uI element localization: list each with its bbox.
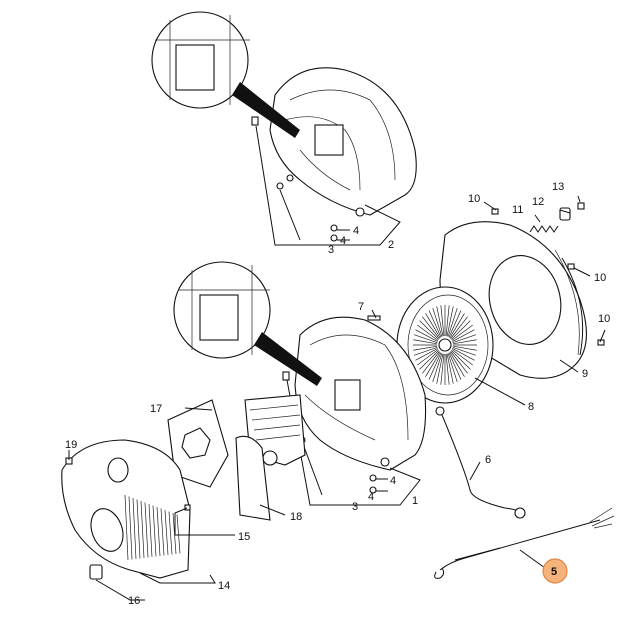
fan-blade-line [445, 305, 450, 337]
grille-slot-line [128, 496, 133, 560]
callout-10: 10 [594, 272, 606, 284]
callout-3: 3 [328, 244, 334, 256]
fan-blade-line [445, 353, 450, 385]
grounding-cable [435, 406, 526, 519]
fan-blade-line [425, 351, 441, 377]
shield-plate [167, 399, 229, 488]
upper-fan-housing [269, 67, 417, 217]
callout-13: 13 [552, 181, 564, 193]
callout-4: 4 [353, 225, 359, 237]
fan-blade-line [419, 320, 439, 340]
grille-slot-line [132, 497, 137, 560]
callout-19: 19 [65, 439, 77, 451]
callout-7: 7 [358, 301, 364, 313]
callout-6: 6 [485, 454, 491, 466]
grille-slot-line [176, 514, 181, 554]
callout-2: 2 [388, 239, 394, 251]
fan-blade-line [440, 305, 445, 337]
fan-blade-line [419, 350, 439, 370]
fan-blade-line [450, 351, 468, 374]
cable-assembly [434, 507, 615, 579]
callout-11: 11 [512, 204, 523, 216]
lower-fan-housing [294, 316, 427, 471]
lower-detail-inset [173, 261, 322, 386]
fan-blade-line [428, 352, 442, 380]
fan-blade-line [449, 351, 465, 377]
fan-blade-line [417, 349, 439, 366]
upper-leaders [255, 125, 401, 246]
fan-blade-line [452, 345, 477, 351]
callout-8: 8 [528, 401, 534, 413]
fan-blade-line [450, 316, 468, 339]
callout-12: 12 [532, 196, 544, 208]
fan-blade-line [436, 306, 444, 337]
grille-slot-line [164, 509, 169, 556]
callout-10: 10 [468, 193, 480, 205]
callout-17: 17 [150, 403, 162, 415]
fan-blade-line [451, 349, 473, 366]
fan-blade-line [452, 329, 475, 342]
fan-blade-line [413, 334, 438, 344]
grille-slot-line [152, 505, 157, 557]
grille-slot-line [136, 499, 141, 559]
spring-and-bushing [491, 202, 605, 346]
fan-blade-line [448, 310, 462, 338]
fan-blade-line [452, 334, 477, 344]
callout-15: 15 [238, 531, 250, 543]
grille-slot-line [160, 508, 165, 556]
callout-3: 3 [352, 501, 358, 513]
grille-slot-line [144, 502, 149, 558]
highlighted-callout-marker [542, 558, 568, 584]
fan-blade-line [452, 348, 475, 361]
lower-leaders [286, 379, 421, 506]
fan-blade-line [413, 346, 438, 356]
fan-blade-line [415, 348, 438, 361]
fan-blade-line [451, 320, 471, 340]
callout-4: 4 [340, 235, 346, 247]
callout-5: 5 [551, 566, 557, 578]
fan-blade-line [447, 307, 458, 337]
grille-slot-line [168, 511, 173, 555]
fan-blade-line [446, 306, 454, 337]
callout-9: 9 [582, 368, 588, 380]
fan-blade-line [440, 353, 445, 385]
callout-4: 4 [368, 491, 374, 503]
fan-blade-line [447, 353, 458, 383]
callout-leaders [68, 195, 606, 601]
callout-4: 4 [390, 475, 396, 487]
fan-blade-line [446, 353, 454, 384]
fan-blade-line [415, 329, 438, 342]
fan-blade-line [436, 353, 444, 384]
fan-blade-line [428, 310, 442, 338]
callout-14: 14 [218, 580, 230, 592]
fan-blade-line [413, 339, 438, 345]
grille-slot-line [156, 506, 161, 557]
fan-blade-line [422, 351, 440, 374]
grille-slot-line [148, 503, 153, 558]
fan-blade-line [422, 316, 440, 339]
upper-detail-inset [151, 11, 300, 138]
grille-slot-line [124, 494, 129, 561]
callout-10: 10 [598, 313, 610, 325]
upper-hardware [251, 116, 338, 242]
fan-blade-line [432, 353, 443, 383]
fan-blade-line [448, 352, 462, 380]
rear-shroud [61, 439, 191, 580]
callout-18: 18 [290, 511, 302, 523]
fan-blade-line [413, 345, 438, 351]
fan-blade-line [449, 313, 465, 339]
callout-16: 16 [128, 595, 140, 607]
grille-slot-line [140, 500, 145, 559]
fan-blade-line [452, 339, 477, 345]
fan-blade-line [417, 324, 439, 341]
fan-blade-line [425, 313, 441, 339]
fan-blade-line [451, 350, 471, 370]
fan-blade-line [432, 307, 443, 337]
fan-blade-line [452, 346, 477, 356]
fan-blade-line [451, 324, 473, 341]
callout-1: 1 [412, 495, 418, 507]
